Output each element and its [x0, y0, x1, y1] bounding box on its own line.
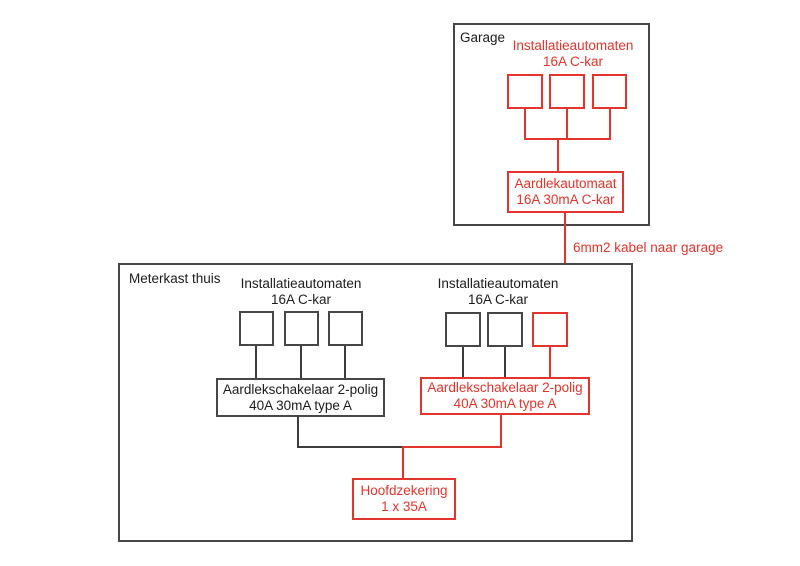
garage-breaker-box-3 [592, 74, 627, 109]
main-fuse-label-line1: Hoofdzekering [360, 483, 448, 498]
garage-title: Garage [460, 30, 506, 45]
garage-breakers-label-line2: 16A C-kar [542, 54, 604, 69]
garage-rcbo-label-line2: 16A 30mA C-kar [516, 192, 615, 207]
right-rcd-horizontal-line [402, 446, 502, 448]
garage-feed-breaker-box [532, 312, 568, 347]
left-rcd-horizontal-line [297, 446, 404, 448]
left-breaker-box-3 [328, 311, 363, 346]
left-breaker1-drop-line [255, 346, 257, 378]
garage-breakers-label-line1: Installatieautomaten [512, 38, 634, 53]
right-rcd-label-line1: Aardlekschakelaar 2-polig [427, 380, 583, 395]
garage-bus-to-rcbo-line [557, 139, 559, 171]
right-rcd-label-line2: 40A 30mA type A [453, 396, 557, 411]
meterkast-title: Meterkast thuis [129, 271, 221, 286]
left-breaker-box-1 [239, 311, 274, 346]
garage-breaker-box-1 [507, 74, 543, 109]
main-fuse-label-line2: 1 x 35A [381, 499, 427, 514]
left-rcd-label-line2: 40A 30mA type A [249, 397, 352, 413]
garage-rcbo-box: Aardlekautomaat 16A 30mA C-kar [507, 171, 624, 213]
cable-to-garage-line-vertical [564, 213, 566, 298]
garage-breaker3-drop-line [609, 109, 611, 140]
garage-feed-breaker-drop-line [549, 347, 551, 377]
left-breaker3-drop-line [344, 346, 346, 378]
garage-breaker-box-2 [549, 74, 585, 109]
left-breakers-label-line1: Installatieautomaten [240, 276, 362, 291]
garage-bus-line [524, 138, 611, 140]
left-rcd-box: Aardlekschakelaar 2-polig 40A 30mA type … [216, 378, 385, 417]
left-breaker2-drop-line [300, 346, 302, 378]
garage-breaker2-drop-line [566, 109, 568, 140]
garage-breakers-label: Installatieautomaten 16A C-kar [493, 38, 653, 70]
right-breakers-label-line2: 16A C-kar [467, 292, 529, 307]
right-rcd-drop-line [500, 415, 502, 448]
right-breaker2-drop-line [504, 347, 506, 377]
left-breakers-label-line2: 16A C-kar [270, 292, 332, 307]
garage-breaker1-drop-line [524, 109, 526, 140]
main-fuse-box: Hoofdzekering 1 x 35A [352, 478, 456, 520]
left-rcd-drop-line [297, 417, 299, 448]
left-breaker-box-2 [284, 311, 319, 346]
right-breakers-label-line1: Installatieautomaten [437, 276, 559, 291]
left-breakers-label: Installatieautomaten 16A C-kar [221, 276, 381, 308]
right-breakers-label: Installatieautomaten 16A C-kar [418, 276, 578, 308]
right-breaker-box-2 [487, 312, 523, 347]
main-fuse-feed-line [402, 446, 404, 478]
right-breaker-box-1 [445, 312, 481, 347]
garage-rcbo-label-line1: Aardlekautomaat [514, 176, 617, 191]
right-breaker1-drop-line [462, 347, 464, 377]
right-rcd-box: Aardlekschakelaar 2-polig 40A 30mA type … [420, 377, 590, 415]
left-rcd-label-line1: Aardlekschakelaar 2-polig [222, 381, 379, 397]
cable-label: 6mm2 kabel naar garage [573, 240, 724, 255]
